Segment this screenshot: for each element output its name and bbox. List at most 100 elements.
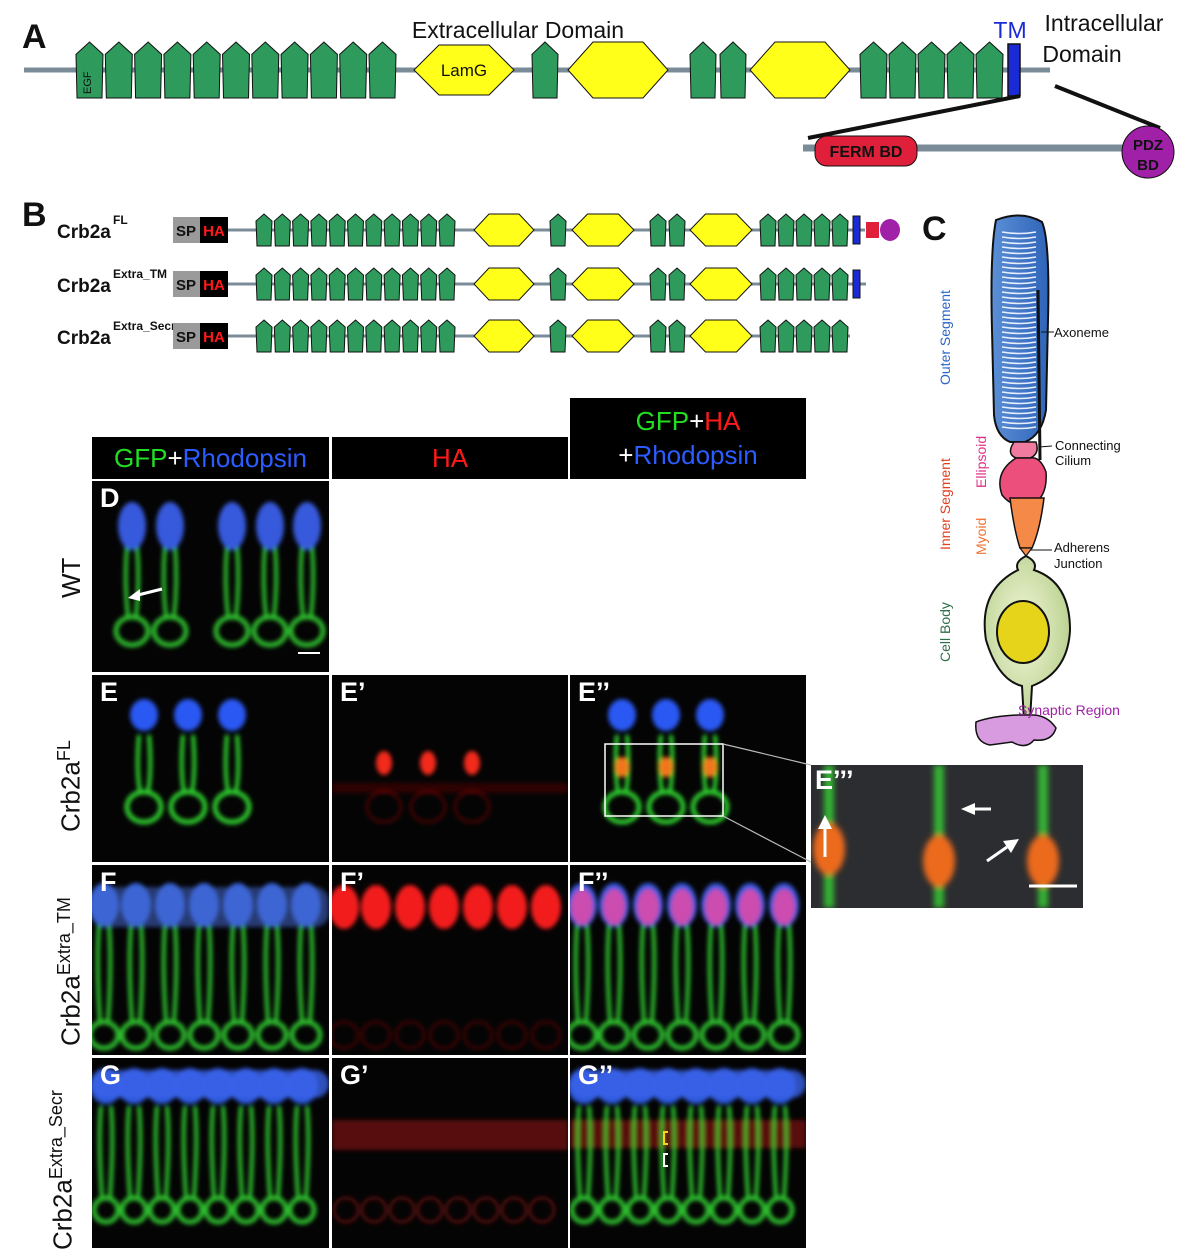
header-merge: GFP+HA +Rhodopsin — [570, 398, 806, 479]
ha-cell-body-signal — [454, 791, 490, 823]
cell-body-signal — [168, 789, 208, 825]
egf-domain — [401, 267, 419, 301]
sp-label: SP — [176, 329, 196, 346]
disc-line — [1001, 381, 1037, 385]
egf-domain — [438, 213, 456, 247]
micrograph-g: G — [92, 1058, 329, 1248]
disc-line — [1001, 426, 1037, 430]
ha-signal — [361, 885, 391, 929]
ha-signal — [531, 885, 561, 929]
lamg-domain-3 — [689, 319, 753, 353]
micrograph-e-prime: E’ — [332, 675, 568, 862]
ha-cell-body-signal — [497, 1021, 527, 1049]
ha-signal — [703, 757, 717, 777]
ha-signal — [464, 751, 480, 775]
micrograph-e-triple-prime: E’’’ — [811, 765, 1083, 908]
ha-signal — [332, 885, 359, 929]
disc-line — [1001, 421, 1037, 425]
inner-segment-signal — [135, 734, 153, 793]
construct-label-superscript: Extra_TM — [113, 267, 167, 281]
sp-label: SP — [176, 277, 196, 294]
egf-domain — [549, 213, 567, 247]
egf-label: EGF — [82, 71, 94, 94]
disc-line — [1001, 271, 1037, 275]
egf-domain — [668, 267, 686, 301]
disc-line — [1001, 306, 1037, 310]
ellipsoid-shape — [1009, 441, 1038, 459]
inner-segment-signal — [639, 924, 657, 1023]
ha-signal — [463, 885, 493, 929]
inner-segment-signal — [195, 924, 213, 1023]
disc-line — [1001, 331, 1037, 335]
panel-c-letter: C — [922, 210, 947, 248]
egf-domain — [401, 319, 419, 353]
egf-domain — [549, 319, 567, 353]
lamg-label: LamG — [441, 61, 487, 80]
disc-line — [1001, 366, 1037, 370]
inner-segment-signal — [631, 1105, 649, 1199]
disc-line — [1001, 281, 1037, 285]
ha-signal — [571, 889, 593, 925]
egf-domain — [273, 319, 291, 353]
lamg-domain-1 — [473, 213, 535, 247]
cell-body-signal — [287, 1195, 317, 1225]
egf-domain — [759, 213, 777, 247]
arrow-head — [961, 803, 975, 815]
egf-domain — [831, 267, 849, 301]
ha-cell-body-signal — [529, 1197, 555, 1223]
ha-cell-body-signal — [389, 1197, 415, 1223]
pdz-domain — [1121, 125, 1175, 179]
cell-body-signal — [288, 614, 326, 648]
inner-segment-signal — [97, 1105, 115, 1199]
zoom-line-right — [1054, 84, 1161, 130]
disc-line — [1001, 351, 1037, 355]
ha-signal — [773, 889, 795, 925]
disc-line — [1001, 246, 1037, 250]
egf-domain — [292, 267, 310, 301]
cell-body-signal — [653, 1195, 683, 1225]
micrograph-f-prime: F’ — [332, 865, 568, 1055]
lamg-domain-3 — [689, 213, 753, 247]
egf-domain — [280, 41, 309, 99]
cell-body-signal — [151, 614, 189, 648]
myoid-shape — [1009, 497, 1045, 549]
ha-cell-body-signal — [501, 1197, 527, 1223]
ha-tag — [200, 271, 228, 297]
arrow-head — [128, 589, 140, 601]
egf-domain — [795, 319, 813, 353]
inner-segment-signal — [771, 1105, 789, 1199]
egf-domain — [273, 267, 291, 301]
disc-line — [1001, 251, 1037, 255]
egf-domain — [251, 41, 280, 99]
inner-segment-signal — [125, 1105, 143, 1199]
ha-signal — [615, 757, 629, 777]
sp-tag — [173, 217, 200, 243]
egf-domain — [255, 213, 273, 247]
inner-segment-label: Inner Segment — [937, 458, 953, 550]
inner-segment-signal — [575, 1105, 593, 1199]
egf-domain — [668, 213, 686, 247]
egf-domain — [831, 319, 849, 353]
inner-segment-signal — [223, 545, 241, 618]
egf-domain — [401, 213, 419, 247]
disc-line — [1001, 416, 1037, 420]
egf-domain — [813, 213, 831, 247]
cell-body-signal — [699, 1019, 733, 1051]
construct-label: Crb2a — [57, 276, 111, 297]
cell-body-signal — [92, 1019, 121, 1051]
tm-domain — [852, 215, 861, 245]
connecting-cilium-label-2: Cilium — [1055, 453, 1091, 468]
egf-domain — [346, 319, 365, 353]
ha-cell-body-signal — [445, 1197, 471, 1223]
egf-domain — [649, 319, 667, 353]
lamg-domain-2 — [571, 213, 635, 247]
lamg-domain-1 — [473, 267, 535, 301]
cell-body-signal — [175, 1195, 205, 1225]
egf-domain — [163, 41, 192, 99]
egf-domain — [310, 267, 328, 301]
outer-segment-signal — [652, 699, 680, 731]
disc-line — [1001, 386, 1037, 390]
disc-line — [1001, 321, 1037, 325]
bracket-white — [663, 1153, 668, 1167]
construct-label-superscript: FL — [113, 213, 128, 227]
